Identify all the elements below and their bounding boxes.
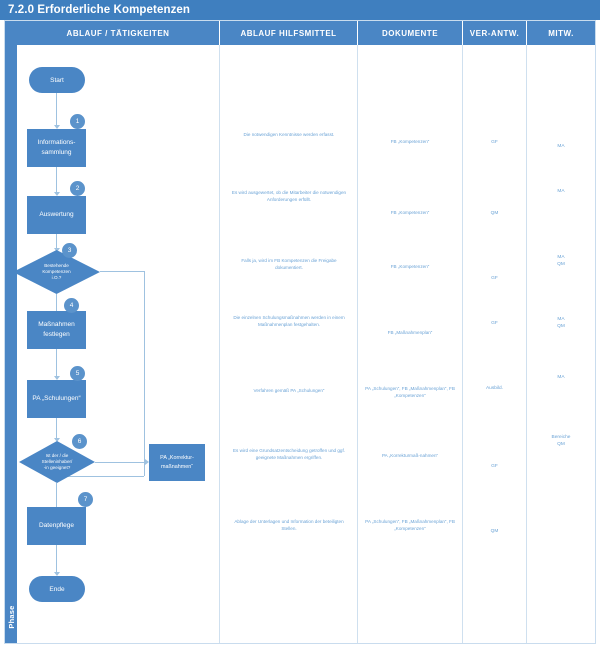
flow-node-start-label: Start [50,76,64,84]
cell-verantw-1: GF [491,140,498,145]
header-separator-2 [357,21,358,45]
cell-mitw-5: MA [557,375,565,380]
cell-hilfsmittel-6: Es wird eine Grundsatzentscheidung getro… [232,448,346,460]
cell-verantw-3: GF [491,276,498,281]
arrow-1-2 [54,192,60,196]
cell-hilfsmittel-2: Es wird ausgewertet, ob die Mitarbeiter … [231,190,347,202]
step-badge-2: 2 [70,181,85,196]
cell-hilfsmittel-1: Die notwendigen Kenntnisse werden erfass… [243,132,335,137]
cell-hilfsmittel-5: Verfahren gemäß PA „Schulungen“ [253,388,325,393]
step-badge-7: 7 [78,492,93,507]
phase-label: Phase [6,605,16,629]
flow-node-end[interactable]: Ende [29,576,85,602]
flow-node-branch-label: PA „Korrektur-maßnahmen“ [160,455,194,470]
connector-start-1 [56,93,57,125]
connector-5-6 [56,418,57,438]
cell-hilfsmittel-7: Ablage der Unterlagen und Information de… [234,519,344,531]
cell-verantw-2: QM [490,211,499,216]
connector-7-end [56,545,57,572]
cell-hilfsmittel-3: Falls ja, wird im FB Kompetenzen die Fre… [241,258,337,270]
connector-3-yes-h2 [56,476,144,477]
connector-1-2 [56,167,57,192]
step-badge-1: 1 [70,114,85,129]
cell-verantw-5: Ausbild. [485,386,504,391]
column-header-hilfsmittel: ABLAUF HILFSMITTEL [220,21,357,45]
cell-verantw-7: QM [490,529,499,534]
cell-verantw-4: GF [491,321,498,326]
arrow-7-end [54,572,60,576]
column-header-mitw: MITW. [527,21,595,45]
cell-dokumente-2: FB „Kompetenzen“ [390,210,430,215]
arrow-5-6 [54,438,60,442]
step-badge-5: 5 [70,366,85,381]
diagram-frame [4,20,596,644]
header-separator-1 [219,21,220,45]
connector-3-4 [56,294,57,317]
phase-band: Phase [5,21,17,643]
flow-node-end-label: Ende [49,585,65,593]
connector-3-yes-h [100,271,144,272]
step-badge-6: 6 [72,434,87,449]
header-separator-4 [526,21,527,45]
arrow-6-branch [145,459,149,465]
flow-node-informationssammlung[interactable]: Informations-sammlung [27,129,86,167]
column-header-ablauf: ABLAUF / TÄTIGKEITEN [17,21,219,45]
connector-3-yes-v [144,271,145,476]
step-badge-4: 4 [64,298,79,313]
cell-dokumente-6: PA „Korrekturmaß-nahmen“ [381,453,439,458]
connector-2-3 [56,234,57,248]
cell-mitw-1: MA [557,144,565,149]
column-divider-2 [357,45,358,643]
step-badge-3: 3 [62,243,77,258]
flow-node-pa-korrekturmassnahmen[interactable]: PA „Korrektur-maßnahmen“ [149,444,205,481]
cell-dokumente-5: PA „Schulungen“, FB „Maßnahmenplan“, FB … [365,386,455,398]
cell-dokumente-7: PA „Schulungen“, FB „Maßnahmenplan“, FB … [365,519,455,531]
arrow-2-3 [54,248,60,252]
cell-dokumente-4: FB „Maßnahmenplan“ [387,330,433,335]
header-separator-3 [462,21,463,45]
arrow-4-5 [54,376,60,380]
column-header-verantw: VER-ANTW. [463,21,526,45]
flow-node-pa-schulungen[interactable]: PA „Schulungen“ [27,380,86,418]
flow-node-auswertung[interactable]: Auswertung [27,196,86,234]
page-title-text: 7.2.0 Erforderliche Kompetenzen [8,4,191,16]
flow-node-5-label: PA „Schulungen“ [32,395,81,403]
column-divider-4 [526,45,527,643]
cell-mitw-2: MA [557,189,565,194]
cell-hilfsmittel-4: Die einzelnen Schulungsmaßnahmen werden … [233,315,345,327]
flow-node-datenpflege[interactable]: Datenpflege [27,507,86,545]
flow-node-1-label: Informations-sammlung [37,139,76,156]
arrow-start-1 [54,125,60,129]
flow-node-2-label: Auswertung [39,211,74,219]
connector-4-5 [56,349,57,376]
cell-dokumente-1: FB „Kompetenzen“ [390,139,430,144]
flow-node-start[interactable]: Start [29,67,85,93]
cell-verantw-6: GF [491,464,498,469]
flow-node-7-label: Datenpflege [38,522,75,530]
connector-6-branch-h [95,462,145,463]
page-title: 7.2.0 Erforderliche Kompetenzen [0,0,600,20]
column-header-dokumente: DOKUMENTE [358,21,462,45]
column-divider-3 [462,45,463,643]
column-divider-1 [219,45,220,643]
connector-6-7 [56,483,57,513]
cell-dokumente-3: FB „Kompetenzen“ [390,264,430,269]
